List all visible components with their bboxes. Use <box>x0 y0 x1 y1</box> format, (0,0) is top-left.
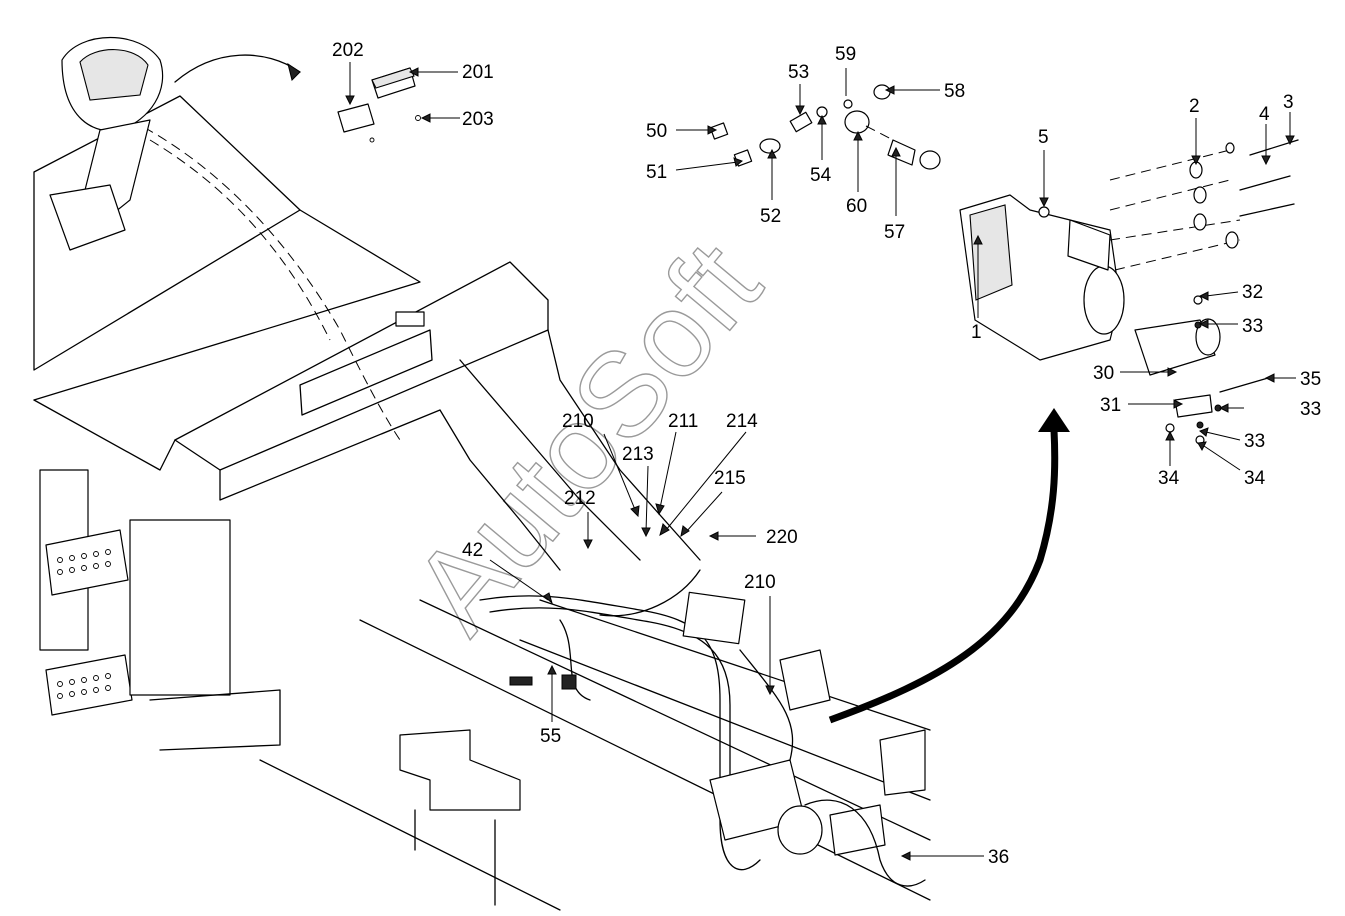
callout-55: 55 <box>540 726 561 747</box>
callout-210-a: 210 <box>562 411 594 432</box>
callout-202: 202 <box>332 40 364 61</box>
callout-34-a: 34 <box>1158 468 1180 489</box>
callout-211: 211 <box>668 411 698 432</box>
wiring-harness <box>479 569 794 801</box>
callout-59: 59 <box>835 44 856 65</box>
callout-51: 51 <box>646 162 667 183</box>
callout-213: 213 <box>622 444 654 465</box>
callout-42: 42 <box>462 540 483 561</box>
callout-57: 57 <box>884 222 905 243</box>
callout-labels: 202 201 203 59 53 58 50 51 52 54 60 57 2… <box>332 40 1321 868</box>
cab-frame <box>33 95 701 571</box>
heater-assembly-lower <box>709 759 926 887</box>
transfer-arrow <box>828 408 1070 724</box>
callout-30: 30 <box>1093 363 1114 384</box>
small-parts-50-60 <box>709 84 941 170</box>
callout-36: 36 <box>988 847 1009 868</box>
callout-4: 4 <box>1259 104 1270 125</box>
callout-210-b: 210 <box>744 572 776 593</box>
callout-5: 5 <box>1038 127 1049 148</box>
callout-215: 215 <box>714 468 746 489</box>
watermark: AutoSoft <box>387 217 787 657</box>
callout-35: 35 <box>1300 369 1321 390</box>
leader-lines <box>345 62 1296 861</box>
svg-text:AutoSoft: AutoSoft <box>387 218 786 657</box>
callout-53: 53 <box>788 62 809 83</box>
callout-214: 214 <box>726 411 758 432</box>
step-ladder <box>39 469 281 751</box>
inset-parts-201-203 <box>337 67 421 143</box>
callout-220: 220 <box>766 527 798 548</box>
callout-33-b: 33 <box>1300 399 1321 420</box>
chassis-rails <box>259 599 931 911</box>
callout-33-a: 33 <box>1242 316 1263 337</box>
callout-50: 50 <box>646 121 667 142</box>
callout-31: 31 <box>1100 395 1121 416</box>
callout-58: 58 <box>944 81 965 102</box>
callout-54: 54 <box>810 165 832 186</box>
callout-34-b: 34 <box>1244 468 1266 489</box>
heater-unit <box>959 139 1299 445</box>
callout-201: 201 <box>462 62 494 83</box>
mount-studs <box>1189 139 1299 249</box>
callout-212: 212 <box>564 488 596 509</box>
callout-203: 203 <box>462 109 494 130</box>
callout-33-c: 33 <box>1244 431 1265 452</box>
callout-2: 2 <box>1189 96 1200 117</box>
callout-1: 1 <box>971 322 982 343</box>
callout-32: 32 <box>1242 282 1263 303</box>
controller-inset <box>49 36 301 251</box>
callout-52: 52 <box>760 206 781 227</box>
callout-60: 60 <box>846 196 867 217</box>
callout-3: 3 <box>1283 92 1294 113</box>
